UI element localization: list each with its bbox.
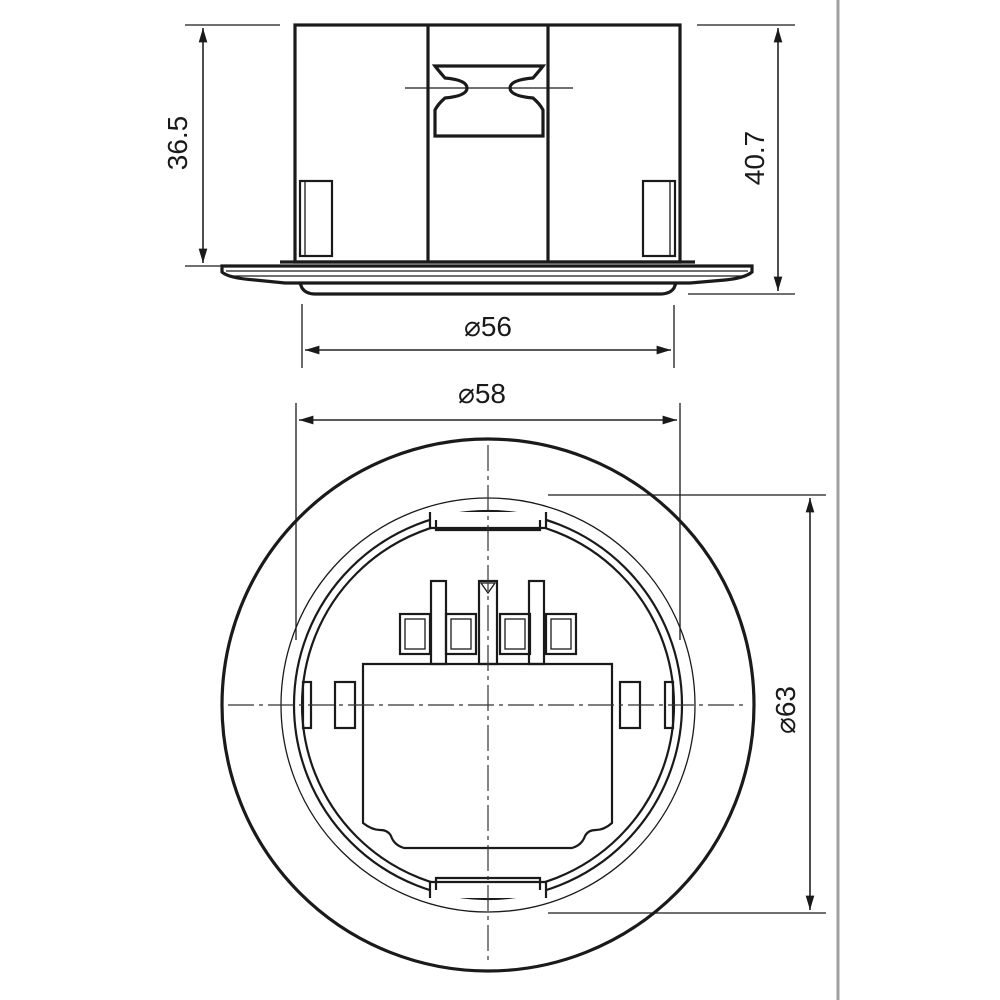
center-slot xyxy=(431,64,547,138)
dim-label-d56: ⌀56 xyxy=(464,311,512,342)
terminal-block xyxy=(361,662,614,850)
right-clip xyxy=(641,179,677,258)
bottom-lip xyxy=(298,282,678,296)
bottom-view: ⌀58 xyxy=(220,378,826,973)
dim-label-36-5: 36.5 xyxy=(162,116,193,171)
left-clip xyxy=(298,179,334,258)
flange xyxy=(220,264,754,285)
side-view: 36.5 40.7 ⌀56 xyxy=(162,23,795,368)
dim-label-d63: ⌀63 xyxy=(770,686,801,734)
flange-circle xyxy=(220,437,756,973)
terminal-group xyxy=(398,579,578,666)
dim-label-d58: ⌀58 xyxy=(458,378,506,409)
dim-label-40-7: 40.7 xyxy=(739,131,770,186)
housing-outline xyxy=(293,23,682,264)
